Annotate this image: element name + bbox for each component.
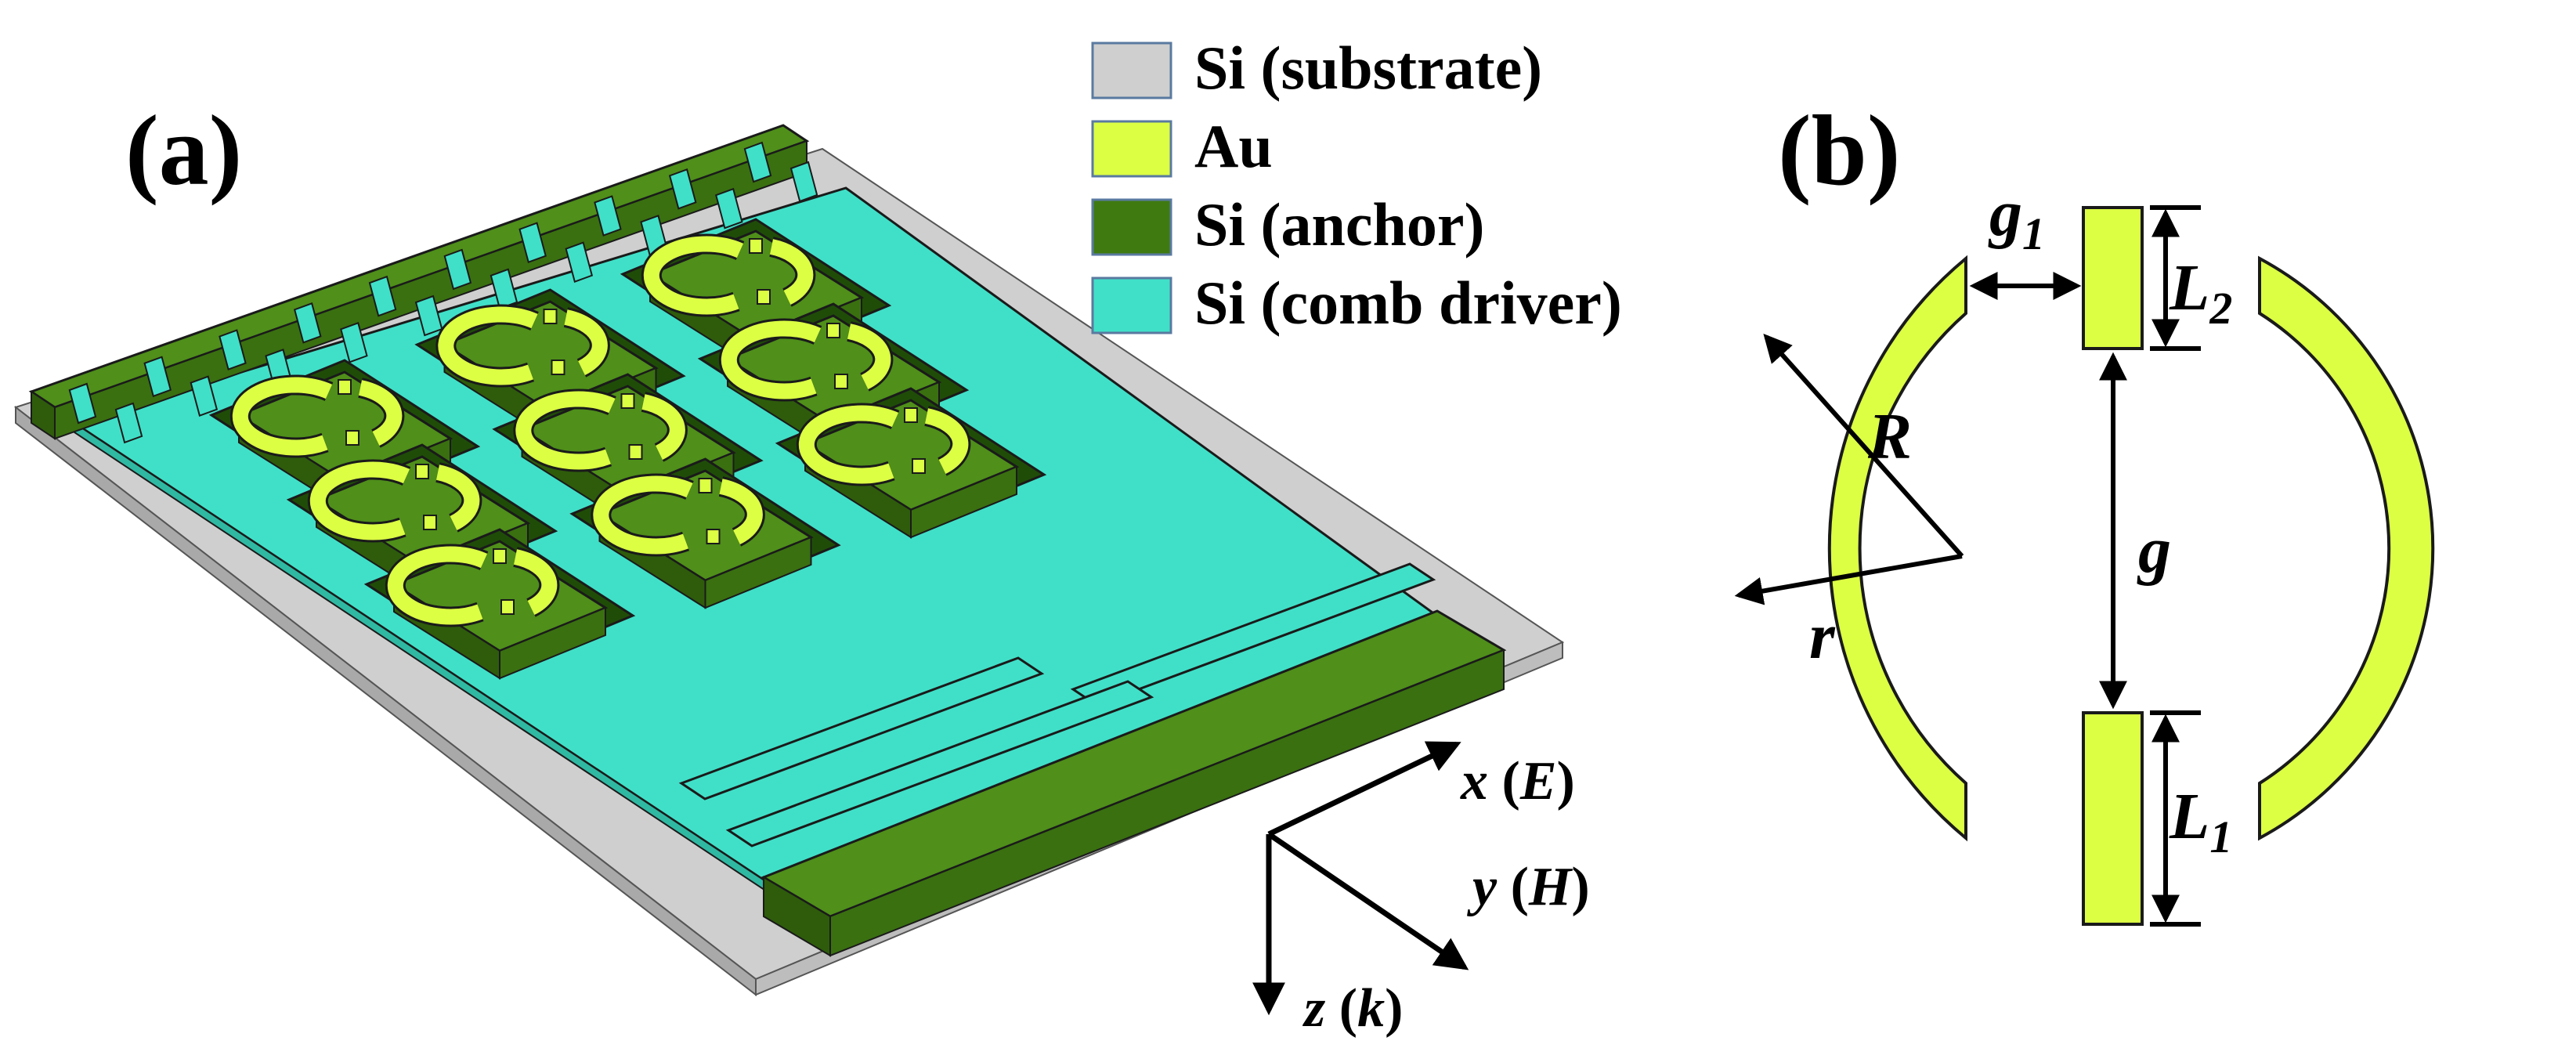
- unit-cell: [569, 457, 841, 609]
- bottom-bar: [2082, 711, 2144, 926]
- split-ring: [641, 394, 685, 460]
- g1-label: g1: [1988, 177, 2045, 259]
- gold-bar: [543, 309, 558, 324]
- panel-b-label: (b): [1778, 95, 1900, 206]
- x-axis-label: x (E): [1460, 751, 1575, 811]
- anchor-block-side: [704, 536, 812, 609]
- split-ring: [593, 475, 693, 555]
- legend-swatch: [1091, 276, 1172, 334]
- gold-bar: [757, 289, 771, 305]
- comb-finger: [340, 321, 368, 363]
- unit-cell: [775, 387, 1047, 539]
- split-ring: [769, 239, 814, 305]
- comb-finger: [743, 141, 772, 183]
- split-ring: [798, 405, 899, 484]
- split-ring: [232, 377, 333, 456]
- split-ring: [643, 236, 744, 315]
- legend-swatch: [1091, 120, 1172, 178]
- comb-finger: [443, 248, 472, 291]
- gold-bar: [345, 430, 359, 446]
- gold-bar: [500, 599, 515, 615]
- left-ring-arc: [1827, 255, 1967, 842]
- anchor-block-side: [910, 465, 1017, 539]
- comb-finger: [715, 187, 743, 229]
- spring-meander: [678, 562, 1436, 847]
- comb-finger: [518, 222, 547, 264]
- big-radius-arrow: [1763, 333, 1964, 558]
- x-axis-arrow: [1267, 741, 1461, 837]
- legend-swatch: [1091, 42, 1172, 99]
- panel-a: (a): [13, 95, 1590, 1039]
- legend-label: Si (comb driver): [1194, 269, 1622, 337]
- split-ring: [358, 380, 403, 446]
- comb-finger: [293, 302, 322, 344]
- comb-finger: [143, 356, 172, 398]
- gold-bar: [338, 379, 352, 395]
- split-ring: [513, 549, 558, 615]
- gold-bar: [698, 478, 713, 493]
- z-axis-label: z (k): [1302, 978, 1403, 1039]
- split-ring: [564, 309, 608, 375]
- unit-cell: [363, 528, 636, 680]
- comb-finger: [565, 241, 594, 283]
- axis-triad: x (E) y (H) z (k): [1252, 741, 1590, 1039]
- comb-finger: [114, 402, 143, 444]
- gold-bar: [620, 393, 635, 409]
- split-ring: [847, 323, 891, 389]
- legend-label: Si (substrate): [1194, 34, 1542, 102]
- comb-finger: [190, 375, 219, 417]
- unit-cell-array: [208, 218, 1047, 680]
- gold-bar: [826, 323, 840, 338]
- gold-bar: [493, 548, 507, 564]
- split-ring: [309, 461, 410, 540]
- l2-label: L2: [2169, 251, 2232, 334]
- anchor-bar-bottom: [761, 609, 1507, 957]
- big-radius-label: R: [1867, 400, 1912, 473]
- comb-finger: [668, 168, 697, 210]
- material-legend: Si (substrate) Au Si (anchor) Si (comb driv…: [1091, 34, 1622, 337]
- split-ring: [924, 408, 969, 474]
- split-ring: [719, 479, 763, 544]
- legend-label: Si (anchor): [1194, 190, 1485, 258]
- comb-finger: [594, 195, 622, 237]
- y-axis-label: y (H): [1467, 857, 1590, 917]
- g-label: g: [2137, 514, 2171, 587]
- gold-bar: [834, 374, 848, 389]
- gold-bar: [415, 464, 429, 479]
- split-ring: [435, 464, 480, 530]
- right-ring-arc: [2258, 255, 2435, 841]
- y-axis-arrow: [1267, 832, 1469, 970]
- top-bar: [2082, 206, 2144, 350]
- split-ring: [438, 306, 538, 385]
- gold-bar: [706, 529, 721, 544]
- comb-fingers: [68, 141, 818, 444]
- small-radius-label: r: [1809, 600, 1836, 673]
- gold-bar: [628, 444, 643, 460]
- legend-label: Au: [1194, 112, 1273, 180]
- gold-bar: [423, 515, 437, 530]
- l1-label: L1: [2169, 780, 2232, 862]
- panel-b: (b) g1 L2 g L1 R r: [1734, 95, 2435, 927]
- panel-a-label: (a): [125, 95, 242, 206]
- comb-finger: [789, 161, 818, 203]
- gold-bar: [551, 360, 565, 375]
- comb-finger: [490, 268, 518, 310]
- legend-swatch: [1091, 198, 1172, 256]
- comb-finger: [368, 275, 397, 317]
- split-ring: [387, 546, 488, 625]
- split-ring: [721, 320, 822, 399]
- gold-bar: [912, 458, 926, 474]
- small-radius-arrow: [1734, 554, 1963, 605]
- gold-bar: [749, 238, 763, 254]
- comb-finger: [219, 329, 247, 370]
- anchor-block-side: [499, 606, 606, 680]
- split-ring: [515, 391, 616, 470]
- comb-finger: [68, 382, 97, 425]
- gold-bar: [904, 407, 918, 423]
